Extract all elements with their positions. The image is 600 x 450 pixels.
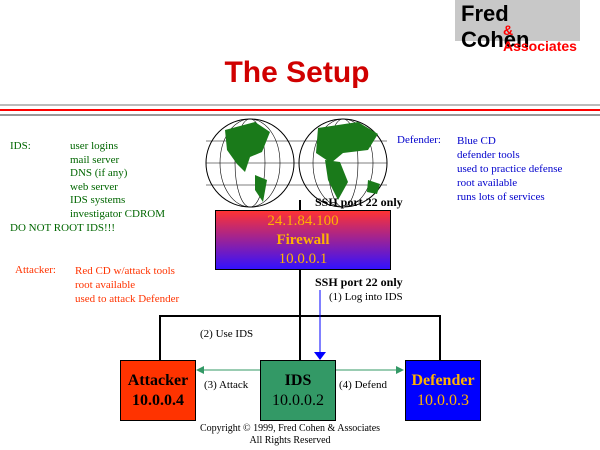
defender-notes-label: Defender: xyxy=(397,134,441,146)
list-item: root available xyxy=(75,279,136,291)
ids-notes-label: IDS: xyxy=(10,140,31,152)
node-ip: 10.0.0.3 xyxy=(417,391,469,409)
logo-sub: & Associates xyxy=(503,22,577,54)
defender-notes-list: Blue CD defender tools used to practice … xyxy=(457,134,562,204)
firewall-box: 24.1.84.100 Firewall 10.0.0.1 xyxy=(215,210,391,270)
ids-node: IDS 10.0.0.2 xyxy=(260,360,336,421)
step-use-ids: (2) Use IDS xyxy=(200,328,254,340)
divider xyxy=(0,104,600,106)
node-ip: 10.0.0.4 xyxy=(132,391,184,409)
firewall-internal-ip: 10.0.0.1 xyxy=(278,250,328,267)
list-item: user logins xyxy=(70,140,118,152)
attacker-notes-list: Red CD w/attack tools root available use… xyxy=(75,264,179,306)
list-item: IDS systems xyxy=(70,194,126,206)
step-defend: (4) Defend xyxy=(339,379,387,391)
node-name: Defender xyxy=(411,371,475,389)
divider xyxy=(0,114,600,116)
list-item: root available xyxy=(457,177,518,189)
firewall-external-ip: 24.1.84.100 xyxy=(267,212,339,229)
ssh-label-bottom: SSH port 22 only xyxy=(315,275,403,289)
defender-node: Defender 10.0.0.3 xyxy=(405,360,481,421)
node-name: Attacker xyxy=(127,371,189,389)
ids-notes-list: user logins mail server DNS (if any) web… xyxy=(70,140,165,221)
logo: Fred Cohen & Associates xyxy=(455,0,580,54)
copyright: Copyright © 1999, Fred Cohen & Associate… xyxy=(190,423,390,447)
list-item: runs lots of services xyxy=(457,191,545,203)
node-ip: 10.0.0.2 xyxy=(272,391,324,409)
list-item: web server xyxy=(70,180,118,193)
ssh-label-top: SSH port 22 only xyxy=(315,195,403,209)
globe-icon xyxy=(205,118,388,208)
list-item: investigator CDROM xyxy=(70,207,166,220)
list-item: Red CD w/attack tools xyxy=(75,265,175,277)
logo-name: Fred Cohen xyxy=(461,1,530,52)
list-item: Blue CD xyxy=(457,135,496,147)
list-item: mail server xyxy=(70,153,120,166)
step-log-in: (1) Log into IDS xyxy=(329,291,403,303)
firewall-name: Firewall xyxy=(276,231,330,248)
divider xyxy=(0,109,600,111)
copyright-line: Copyright © 1999, Fred Cohen & Associate… xyxy=(199,423,381,434)
copyright-line: All Rights Reserved xyxy=(249,435,331,446)
attacker-node: Attacker 10.0.0.4 xyxy=(120,360,196,421)
list-item: used to practice defense xyxy=(457,163,563,175)
list-item: DNS (if any) xyxy=(70,167,128,179)
list-item: used to attack Defender xyxy=(75,293,180,305)
node-name: IDS xyxy=(284,371,312,389)
list-item: defender tools xyxy=(457,149,520,161)
attacker-notes-label: Attacker: xyxy=(15,264,56,276)
step-attack: (3) Attack xyxy=(204,379,249,391)
page-title: The Setup xyxy=(224,56,370,89)
ids-warning: DO NOT ROOT IDS!!! xyxy=(10,222,116,234)
